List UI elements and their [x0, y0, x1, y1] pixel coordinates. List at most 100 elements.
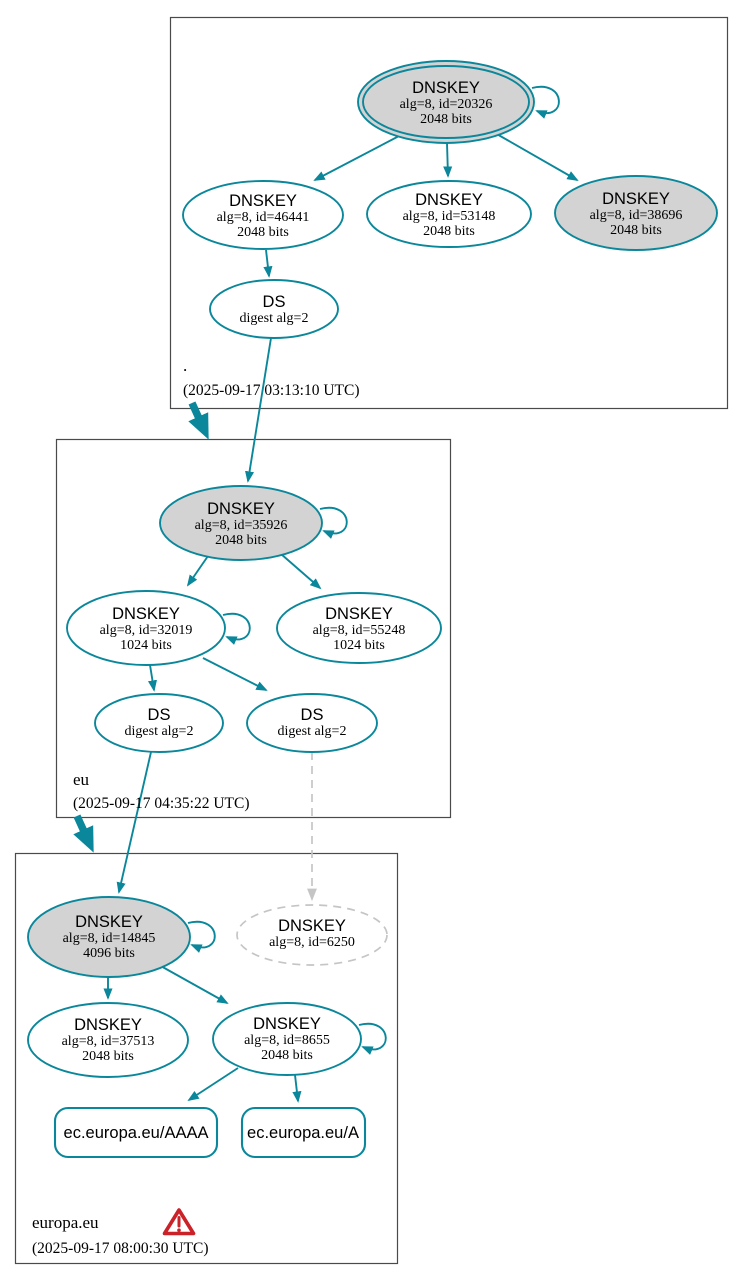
dnskey-node-20326[interactable]: DNSKEY alg=8, id=20326 2048 bits [357, 60, 535, 144]
ds-title: DS [301, 706, 324, 724]
dnskey-ellipse-dashed [236, 904, 388, 966]
dnskey-title: DNSKEY [74, 1016, 142, 1034]
dnskey-title: DNSKEY [325, 605, 393, 623]
dnskey-title: DNSKEY [229, 192, 297, 210]
edge-ksk20326-to-46441 [313, 135, 400, 181]
delegation-arrow-eu-to-europa-eu [73, 814, 94, 853]
rrset-node-ec-europa-eu-a[interactable]: ec.europa.eu/A [240, 1106, 367, 1159]
dnskey-ellipse [159, 485, 323, 561]
dnskey-title: DNSKEY [253, 1015, 321, 1033]
dnskey-node-14845[interactable]: DNSKEY alg=8, id=14845 4096 bits [27, 896, 191, 978]
ds-detail: digest alg=2 [240, 311, 309, 326]
edge-ksk35926-self-sign [319, 506, 348, 539]
edge-ksk20326-to-53148 [443, 142, 453, 178]
zone-europa-eu: DNSKEY alg=8, id=14845 4096 bits DNSKEY … [27, 896, 388, 1257]
ds-ellipse [209, 279, 339, 339]
zone-eu-label: eu [73, 770, 90, 789]
ds-ellipse [94, 693, 224, 753]
dnskey-node-32019[interactable]: DNSKEY alg=8, id=32019 1024 bits [66, 590, 226, 666]
rrset-label: ec.europa.eu/A [247, 1124, 359, 1142]
dnskey-ellipse [212, 1002, 362, 1076]
edge-ds-to-eu-ksk [245, 337, 272, 483]
dnskey-title: DNSKEY [112, 605, 180, 623]
dnskey-bits: 4096 bits [83, 946, 135, 961]
dnskey-ellipse [276, 592, 442, 664]
zone-europa-eu-box [14, 852, 399, 1265]
dnskey-bits: 2048 bits [261, 1048, 313, 1063]
edge-32019-self-sign [222, 612, 251, 645]
ds-node-eu-right[interactable]: DS digest alg=2 [246, 693, 378, 753]
rrset-node-ec-europa-eu-aaaa[interactable]: ec.europa.eu/AAAA [53, 1106, 219, 1159]
dnskey-ellipse [366, 180, 532, 248]
dnskey-detail: alg=8, id=20326 [400, 97, 493, 112]
dnskey-node-55248[interactable]: DNSKEY alg=8, id=55248 1024 bits [276, 592, 442, 664]
dnskey-detail: alg=8, id=53148 [403, 209, 496, 224]
dnskey-ellipse [27, 896, 191, 978]
dnskey-node-37513[interactable]: DNSKEY alg=8, id=37513 2048 bits [27, 1002, 189, 1078]
dnskey-ellipse-inner [362, 65, 530, 139]
rrset-rect [240, 1106, 367, 1159]
dnskey-ellipse [554, 175, 718, 251]
edge-8655-self-sign [358, 1022, 387, 1055]
dnskey-ellipse [182, 180, 344, 250]
dnskey-detail: alg=8, id=32019 [100, 623, 193, 638]
ds-title: DS [263, 293, 286, 311]
zone-root: DNSKEY alg=8, id=20326 2048 bits DNSKEY … [182, 60, 718, 483]
edge-ksk35926-to-55248 [280, 553, 322, 590]
dnskey-ellipse [66, 590, 226, 666]
dnskey-title: DNSKEY [75, 913, 143, 931]
ds-title: DS [148, 706, 171, 724]
dnskey-bits: 2048 bits [610, 223, 662, 238]
edge-ksk14845-self-sign [187, 920, 216, 953]
warning-icon[interactable] [162, 1208, 196, 1236]
dnskey-bits: 2048 bits [237, 225, 289, 240]
zone-eu: DNSKEY alg=8, id=35926 2048 bits DNSKEY … [66, 485, 442, 902]
edge-ksk20326-to-38696 [494, 132, 579, 181]
dnskey-node-46441[interactable]: DNSKEY alg=8, id=46441 2048 bits [182, 180, 344, 250]
dnskey-detail: alg=8, id=37513 [62, 1034, 155, 1049]
dnskey-title: DNSKEY [415, 191, 483, 209]
dnskey-bits: 1024 bits [120, 638, 172, 653]
edge-8655-to-rrset-aaaa [187, 1067, 239, 1102]
dnskey-detail: alg=8, id=14845 [63, 931, 156, 946]
edge-ksk35926-to-32019 [186, 555, 209, 587]
rrset-rect [53, 1106, 219, 1159]
ds-node-root[interactable]: DS digest alg=2 [209, 279, 339, 339]
dnskey-node-8655[interactable]: DNSKEY alg=8, id=8655 2048 bits [212, 1002, 362, 1076]
dnskey-detail: alg=8, id=35926 [195, 518, 288, 533]
dnskey-node-53148[interactable]: DNSKEY alg=8, id=53148 2048 bits [366, 180, 532, 248]
zone-root-timestamp: (2025-09-17 03:13:10 UTC) [183, 382, 360, 399]
zone-europa-eu-label: europa.eu [32, 1213, 99, 1232]
dnskey-detail: alg=8, id=46441 [217, 210, 310, 225]
dnskey-title: DNSKEY [207, 500, 275, 518]
zone-eu-box [55, 438, 452, 819]
ds-ellipse [246, 693, 378, 753]
dnskey-node-38696[interactable]: DNSKEY alg=8, id=38696 2048 bits [554, 175, 718, 251]
dnskey-detail: alg=8, id=55248 [313, 623, 406, 638]
delegation-arrow-root-to-eu [188, 401, 209, 440]
dnskey-title: DNSKEY [412, 79, 480, 97]
dnskey-bits: 2048 bits [215, 533, 267, 548]
dnskey-node-35926[interactable]: DNSKEY alg=8, id=35926 2048 bits [159, 485, 323, 561]
dnskey-bits: 1024 bits [333, 638, 385, 653]
edge-32019-to-ds-right [202, 657, 268, 691]
dnskey-detail: alg=8, id=8655 [244, 1033, 330, 1048]
zone-root-box [169, 16, 729, 410]
dnskey-node-6250-missing[interactable]: DNSKEY alg=8, id=6250 [236, 904, 388, 966]
edge-ds-left-to-europa-ksk [116, 751, 152, 894]
rrset-label: ec.europa.eu/AAAA [64, 1124, 209, 1142]
zone-root-label: . [183, 356, 187, 375]
dnskey-title: DNSKEY [602, 190, 670, 208]
ds-detail: digest alg=2 [278, 724, 347, 739]
edge-46441-to-ds [263, 249, 273, 278]
edge-ksk14845-to-8655 [158, 964, 229, 1004]
ds-node-eu-left[interactable]: DS digest alg=2 [94, 693, 224, 753]
dnskey-detail: alg=8, id=38696 [590, 208, 683, 223]
dnskey-detail: alg=8, id=6250 [269, 935, 355, 950]
dnskey-ellipse [357, 60, 535, 144]
zone-eu-timestamp: (2025-09-17 04:35:22 UTC) [73, 795, 250, 812]
edge-32019-to-ds-left [147, 664, 157, 692]
zone-europa-eu-timestamp: (2025-09-17 08:00:30 UTC) [32, 1240, 209, 1257]
dnskey-ellipse [27, 1002, 189, 1078]
